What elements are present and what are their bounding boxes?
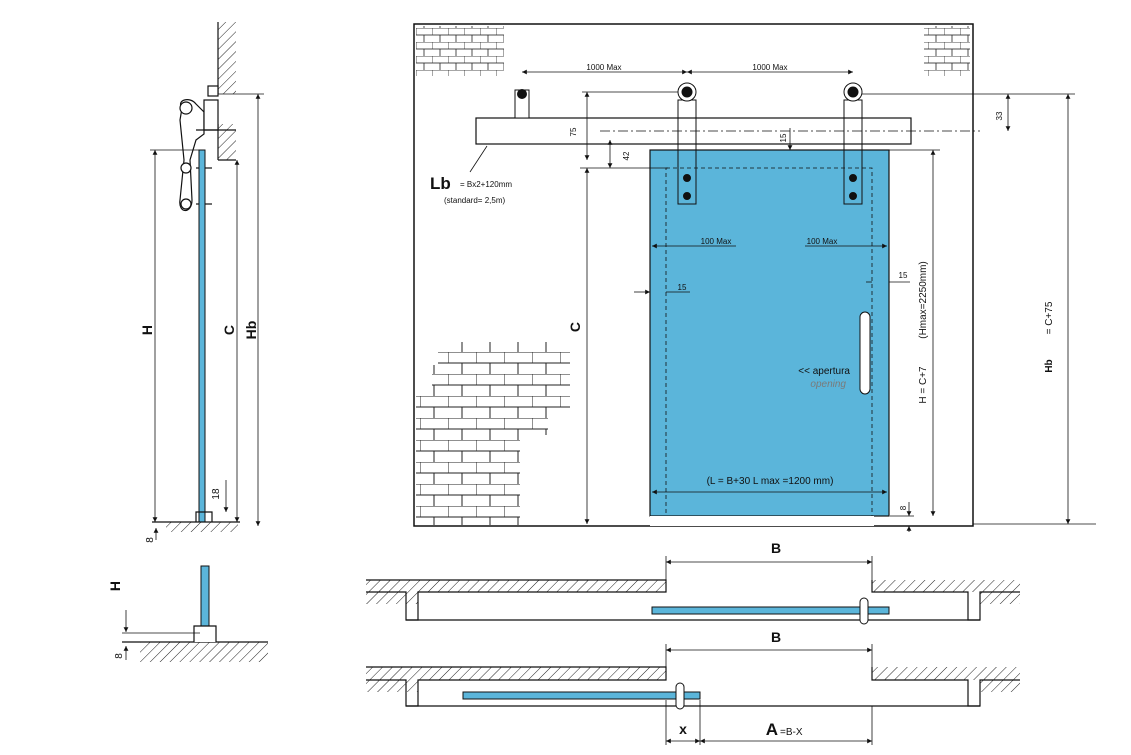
side-label-C: C xyxy=(221,325,237,335)
detail-label-H: H xyxy=(107,581,123,591)
wall-hatch-lower xyxy=(218,124,236,160)
hmax-label: (Hmax=2250mm) xyxy=(918,261,929,339)
brick-top-left xyxy=(416,26,504,76)
side-label-H: H xyxy=(139,325,155,335)
hb-label: Hb xyxy=(1044,359,1055,372)
plan-handle-closed xyxy=(859,597,869,625)
dim-15-right: 15 xyxy=(899,271,908,280)
detail-floor-guide xyxy=(193,625,217,642)
floor-hatch-side xyxy=(166,522,238,532)
dim-42: 42 xyxy=(622,151,631,160)
door-inner-outline xyxy=(665,167,873,517)
opening-label: opening xyxy=(810,379,846,390)
h-formula: H = C+7 xyxy=(918,366,929,404)
plan-a-formula: =B-X xyxy=(780,727,803,738)
floor-guide xyxy=(195,511,213,522)
dim-15-top: 15 xyxy=(779,133,788,142)
lb-formula: = Bx2+120mm xyxy=(460,180,512,189)
dim-1000-max-right: 1000 Max xyxy=(752,63,787,72)
front-label-C: C xyxy=(567,322,583,332)
l-formula: (L = B+30 L max =1200 mm) xyxy=(707,476,834,487)
side-dim-18: 18 xyxy=(211,488,222,500)
roller-hanger-left xyxy=(677,82,697,205)
lb-standard: (standard= 2,5m) xyxy=(444,196,505,205)
plan-glass-open xyxy=(462,691,701,700)
dim-33: 33 xyxy=(995,111,1004,120)
apertura-label: << apertura xyxy=(798,366,850,377)
plan-label-x: x xyxy=(679,721,687,737)
lb-label: Lb xyxy=(430,174,451,193)
ceiling-wall-hatch xyxy=(218,22,236,94)
plan-label-A: A xyxy=(766,720,778,739)
dim-1000-max-left: 1000 Max xyxy=(586,63,621,72)
plan-glass-closed xyxy=(651,606,890,615)
brick-wall-left xyxy=(416,342,570,525)
glass-door xyxy=(649,149,890,517)
dim-15-left: 15 xyxy=(678,283,687,292)
dim-75: 75 xyxy=(569,127,578,136)
plan-view-open: B x A =B-X xyxy=(366,629,1020,745)
door-floor-gap xyxy=(650,516,874,526)
roller-hanger-right xyxy=(843,82,863,205)
side-glass-panel xyxy=(198,149,206,523)
dim-100-max-right: 100 Max xyxy=(807,237,838,246)
side-view: H C Hb 18 8 xyxy=(139,22,264,543)
wall-anchor-left xyxy=(514,89,530,119)
side-label-Hb: Hb xyxy=(243,321,259,340)
plan-view-closed: B xyxy=(366,540,1020,625)
side-dim-8: 8 xyxy=(145,537,156,543)
front-dimension-lines xyxy=(469,69,1096,532)
hb-formula: = C+75 xyxy=(1044,301,1055,334)
plan-handle-open xyxy=(675,682,685,710)
plan-label-B-top: B xyxy=(771,540,781,556)
brick-top-right xyxy=(924,26,970,76)
front-dim-8: 8 xyxy=(899,505,908,510)
front-view: 1000 Max 1000 Max 75 15 42 33 Lb = Bx2+1… xyxy=(413,23,1096,532)
door-handle xyxy=(859,311,871,395)
floor-detail-view: H 8 xyxy=(107,565,268,662)
plan-label-B-bottom: B xyxy=(771,629,781,645)
detail-dim-8: 8 xyxy=(114,653,125,659)
dim-100-max-left: 100 Max xyxy=(701,237,732,246)
